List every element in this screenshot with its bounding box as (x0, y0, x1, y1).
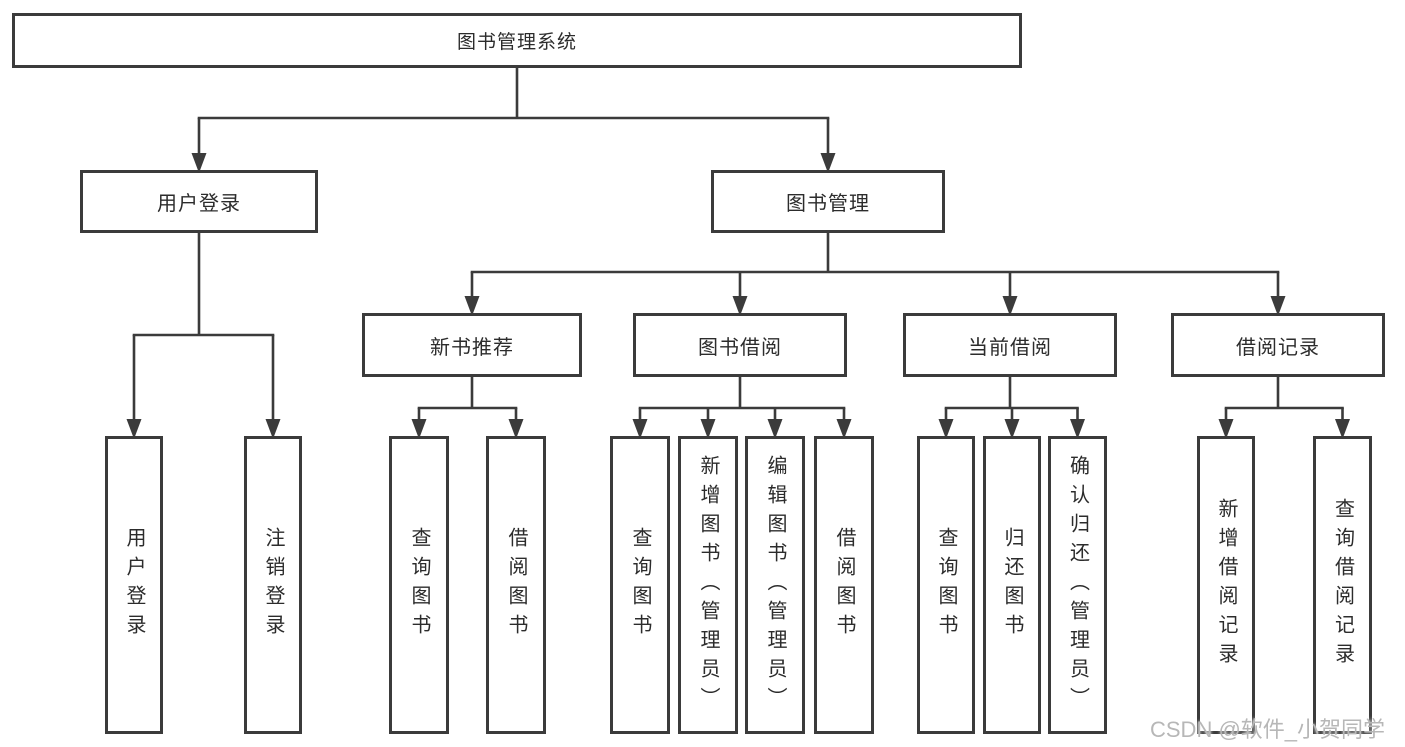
node-book-mgmt-label: 图书管理 (786, 193, 870, 215)
node-book-mgmt: 图书管理 (711, 170, 945, 233)
leaf-current-borrow-query-label: 查询图书 (935, 527, 957, 643)
leaf-new-books-borrow: 借阅图书 (486, 436, 546, 734)
node-new-books: 新书推荐 (362, 313, 582, 377)
leaf-book-borrow-edit: 编辑图书（管理员） (745, 436, 805, 734)
node-root: 图书管理系统 (12, 13, 1022, 68)
node-borrow-records: 借阅记录 (1171, 313, 1385, 377)
node-book-borrow-label: 图书借阅 (698, 336, 782, 359)
leaf-book-borrow-edit-label: 编辑图书（管理员） (764, 454, 786, 716)
leaf-book-borrow-borrow: 借阅图书 (814, 436, 874, 734)
node-current-borrow: 当前借阅 (903, 313, 1117, 377)
leaf-user-login-label: 用户登录 (123, 527, 145, 643)
leaf-current-borrow-confirm: 确认归还（管理员） (1048, 436, 1107, 734)
node-root-label: 图书管理系统 (456, 32, 577, 53)
leaf-book-borrow-query-label: 查询图书 (629, 527, 651, 643)
leaf-current-borrow-return-label: 归还图书 (1001, 527, 1023, 643)
node-borrow-records-label: 借阅记录 (1236, 336, 1320, 359)
leaf-current-borrow-confirm-label: 确认归还（管理员） (1066, 454, 1089, 716)
csdn-watermark: CSDN @软件_小贺同学 (1150, 717, 1386, 742)
leaf-user-login: 用户登录 (105, 436, 163, 734)
leaf-logout: 注销登录 (244, 436, 302, 734)
node-user-login: 用户登录 (80, 170, 318, 233)
leaf-new-books-query-label: 查询图书 (408, 527, 430, 643)
leaf-logout-label: 注销登录 (262, 527, 284, 643)
leaf-borrow-records-query: 查询借阅记录 (1313, 436, 1372, 734)
node-current-borrow-label: 当前借阅 (968, 336, 1052, 359)
leaf-borrow-records-query-label: 查询借阅记录 (1331, 498, 1354, 672)
node-book-borrow: 图书借阅 (633, 313, 847, 377)
leaf-book-borrow-borrow-label: 借阅图书 (833, 527, 855, 643)
leaf-book-borrow-add-label: 新增图书（管理员） (697, 454, 719, 716)
leaf-current-borrow-query: 查询图书 (917, 436, 975, 734)
leaf-borrow-records-add: 新增借阅记录 (1197, 436, 1255, 734)
leaf-new-books-query: 查询图书 (389, 436, 449, 734)
leaf-borrow-records-add-label: 新增借阅记录 (1215, 498, 1237, 672)
node-new-books-label: 新书推荐 (430, 336, 514, 359)
node-user-login-label: 用户登录 (157, 193, 241, 215)
leaf-current-borrow-return: 归还图书 (983, 436, 1041, 734)
leaf-book-borrow-add: 新增图书（管理员） (678, 436, 738, 734)
leaf-new-books-borrow-label: 借阅图书 (505, 527, 527, 643)
leaf-book-borrow-query: 查询图书 (610, 436, 670, 734)
